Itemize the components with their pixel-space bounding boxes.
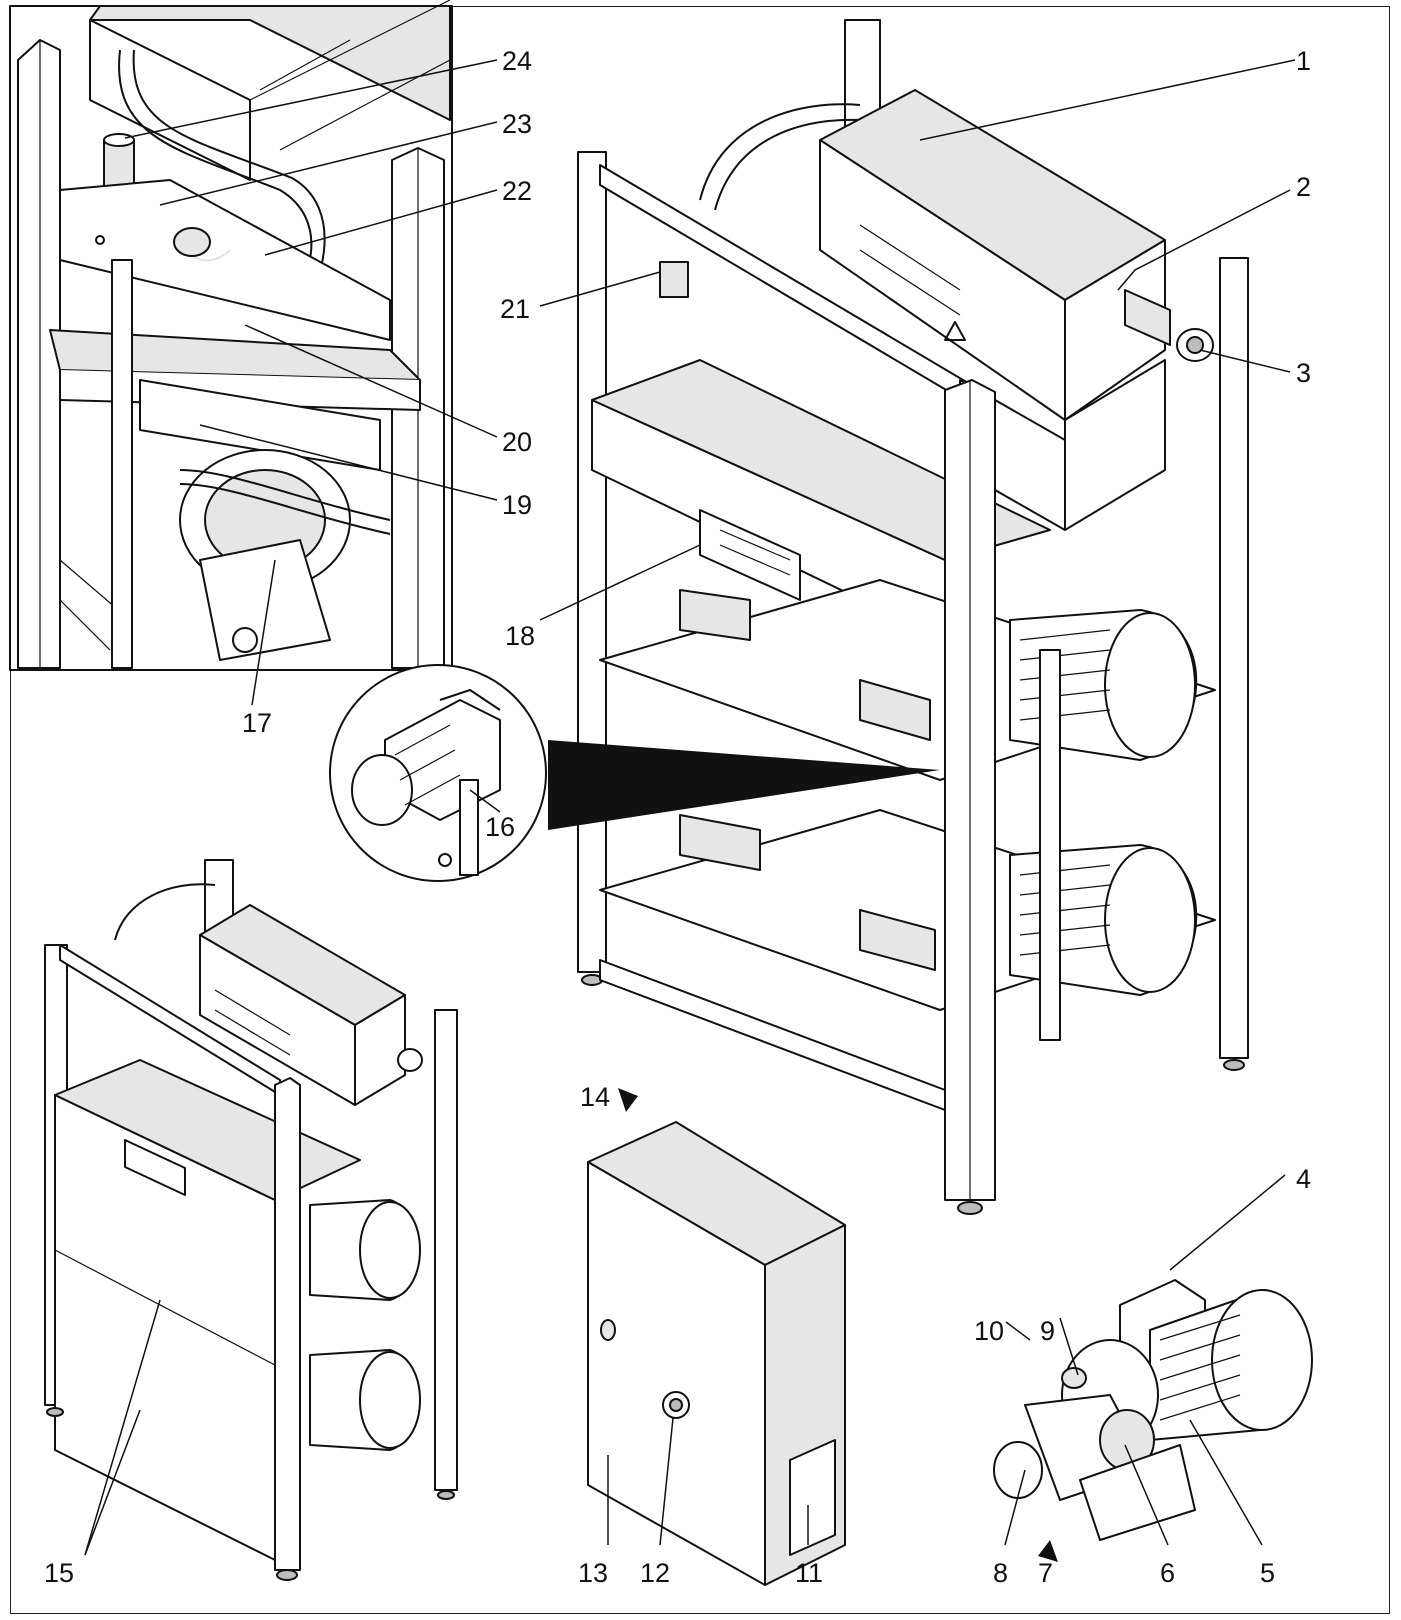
callout-22: 22 xyxy=(502,176,532,206)
leader-lines xyxy=(84,59,1296,1556)
callout-12: 12 xyxy=(640,1558,670,1588)
callout-15: 15 xyxy=(44,1558,74,1588)
callout-18: 18 xyxy=(505,621,535,651)
callout-9: 9 xyxy=(1040,1316,1055,1346)
callout-6: 6 xyxy=(1160,1558,1175,1588)
front-view-unit xyxy=(44,859,458,1581)
callout-11: 11 xyxy=(795,1558,823,1588)
callout-7: 7 xyxy=(1038,1558,1053,1588)
callout-17: 17 xyxy=(242,708,272,738)
callout-23: 23 xyxy=(502,109,532,139)
callout-14: 14 xyxy=(580,1082,610,1112)
callout-24: 24 xyxy=(502,46,532,76)
callout-13: 13 xyxy=(578,1558,608,1588)
callout-21: 21 xyxy=(500,294,530,324)
detail-inset xyxy=(9,0,453,671)
callout-4: 4 xyxy=(1296,1164,1311,1194)
diagram-frame xyxy=(10,6,1390,1614)
callout-19: 19 xyxy=(502,490,532,520)
control-cabinet xyxy=(587,1088,846,1586)
callout-8: 8 xyxy=(993,1558,1008,1588)
pump-motor-unit xyxy=(993,1279,1313,1562)
callout-5: 5 xyxy=(1260,1558,1275,1588)
callout-labels: 1 2 3 4 5 6 7 8 9 10 11 12 13 14 15 16 1… xyxy=(44,46,1311,1588)
callout-3: 3 xyxy=(1296,358,1311,388)
callout-1: 1 xyxy=(1296,46,1311,76)
callout-20: 20 xyxy=(502,427,532,457)
main-unit-assembled xyxy=(577,19,1249,1215)
callout-16: 16 xyxy=(485,812,515,842)
callout-2: 2 xyxy=(1296,172,1311,202)
callout-10: 10 xyxy=(974,1316,1004,1346)
